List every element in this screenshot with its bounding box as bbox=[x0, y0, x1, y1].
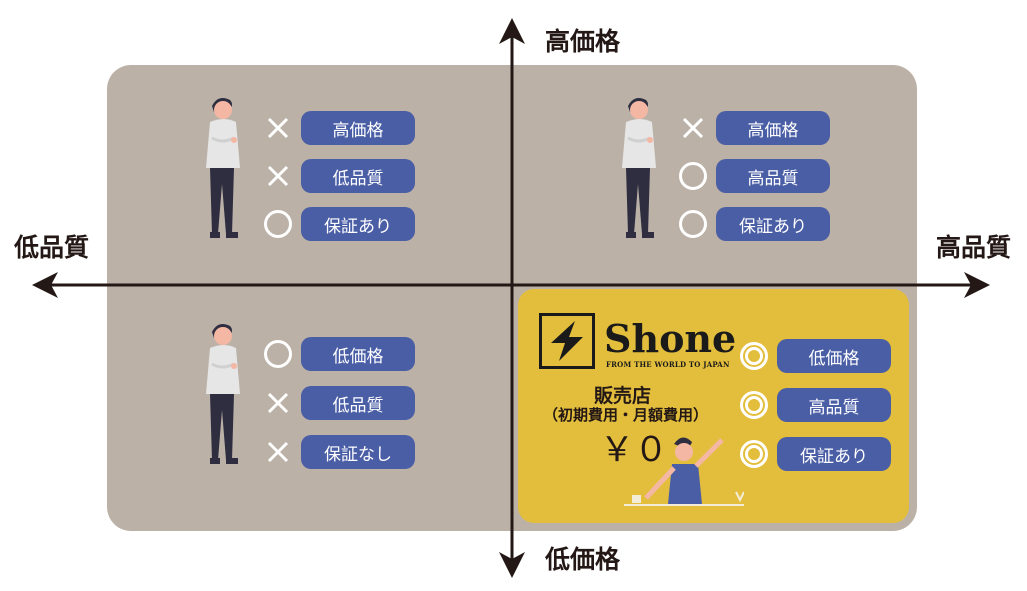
arrow-up-icon bbox=[499, 18, 525, 44]
cross-icon bbox=[263, 388, 293, 418]
bottom-left-row-2: 低品質 bbox=[263, 386, 415, 420]
bottom-right-row-3: 保証あり bbox=[739, 437, 891, 471]
circle-icon bbox=[263, 339, 293, 369]
label-pill: 低価格 bbox=[301, 337, 415, 371]
circle-icon bbox=[678, 161, 708, 191]
label-pill: 低価格 bbox=[777, 339, 891, 373]
price-value: ￥０ bbox=[600, 430, 668, 470]
cross-icon bbox=[263, 437, 293, 467]
top-right-row-2: 高品質 bbox=[678, 159, 830, 193]
circle-icon bbox=[678, 209, 708, 239]
label-pill: 低品質 bbox=[301, 386, 415, 420]
cross-icon bbox=[678, 113, 708, 143]
person-illustration-bottom-left bbox=[206, 324, 240, 464]
double-circle-icon bbox=[739, 341, 769, 371]
label-pill: 低品質 bbox=[301, 159, 415, 193]
axis-label-top: 高価格 bbox=[545, 27, 621, 56]
label-pill: 保証なし bbox=[301, 435, 415, 469]
top-left-row-1: 高価格 bbox=[263, 111, 415, 145]
bottom-left-row-3: 保証なし bbox=[263, 435, 415, 469]
person-illustration-top-right bbox=[622, 98, 656, 238]
label-pill: 高品質 bbox=[777, 388, 891, 422]
double-circle-icon bbox=[739, 439, 769, 469]
label-pill: 保証あり bbox=[301, 207, 415, 241]
label-pill: 高価格 bbox=[301, 111, 415, 145]
top-left-row-3: 保証あり bbox=[263, 207, 415, 241]
person-illustration-top-left bbox=[206, 98, 240, 238]
axis-label-bottom: 低価格 bbox=[545, 545, 621, 574]
label-pill: 保証あり bbox=[716, 207, 830, 241]
double-circle-icon bbox=[739, 390, 769, 420]
axis-label-left: 低品質 bbox=[14, 233, 90, 262]
bottom-left-row-1: 低価格 bbox=[263, 337, 415, 371]
arrow-left-icon bbox=[32, 272, 58, 298]
circle-icon bbox=[263, 209, 293, 239]
top-right-row-1: 高価格 bbox=[678, 111, 830, 145]
label-pill: 保証あり bbox=[777, 437, 891, 471]
label-pill: 高価格 bbox=[716, 111, 830, 145]
axis-label-right: 高品質 bbox=[936, 233, 1012, 262]
arrow-down-icon bbox=[499, 552, 525, 578]
bottom-right-row-1: 低価格 bbox=[739, 339, 891, 373]
arrow-right-icon bbox=[964, 272, 990, 298]
celebrating-person-illustration bbox=[624, 437, 744, 506]
shone-logo-icon bbox=[539, 313, 595, 369]
store-label: 販売店 bbox=[594, 385, 652, 407]
cross-icon bbox=[263, 161, 293, 191]
cross-icon bbox=[263, 113, 293, 143]
label-pill: 高品質 bbox=[716, 159, 830, 193]
shone-tagline: FROM THE WORLD TO JAPAN bbox=[606, 360, 730, 369]
fee-label: （初期費用・月額費用） bbox=[543, 406, 709, 424]
top-right-row-3: 保証あり bbox=[678, 207, 830, 241]
bottom-right-row-2: 高品質 bbox=[739, 388, 891, 422]
shone-brand: Shone bbox=[604, 316, 737, 361]
top-left-row-2: 低品質 bbox=[263, 159, 415, 193]
